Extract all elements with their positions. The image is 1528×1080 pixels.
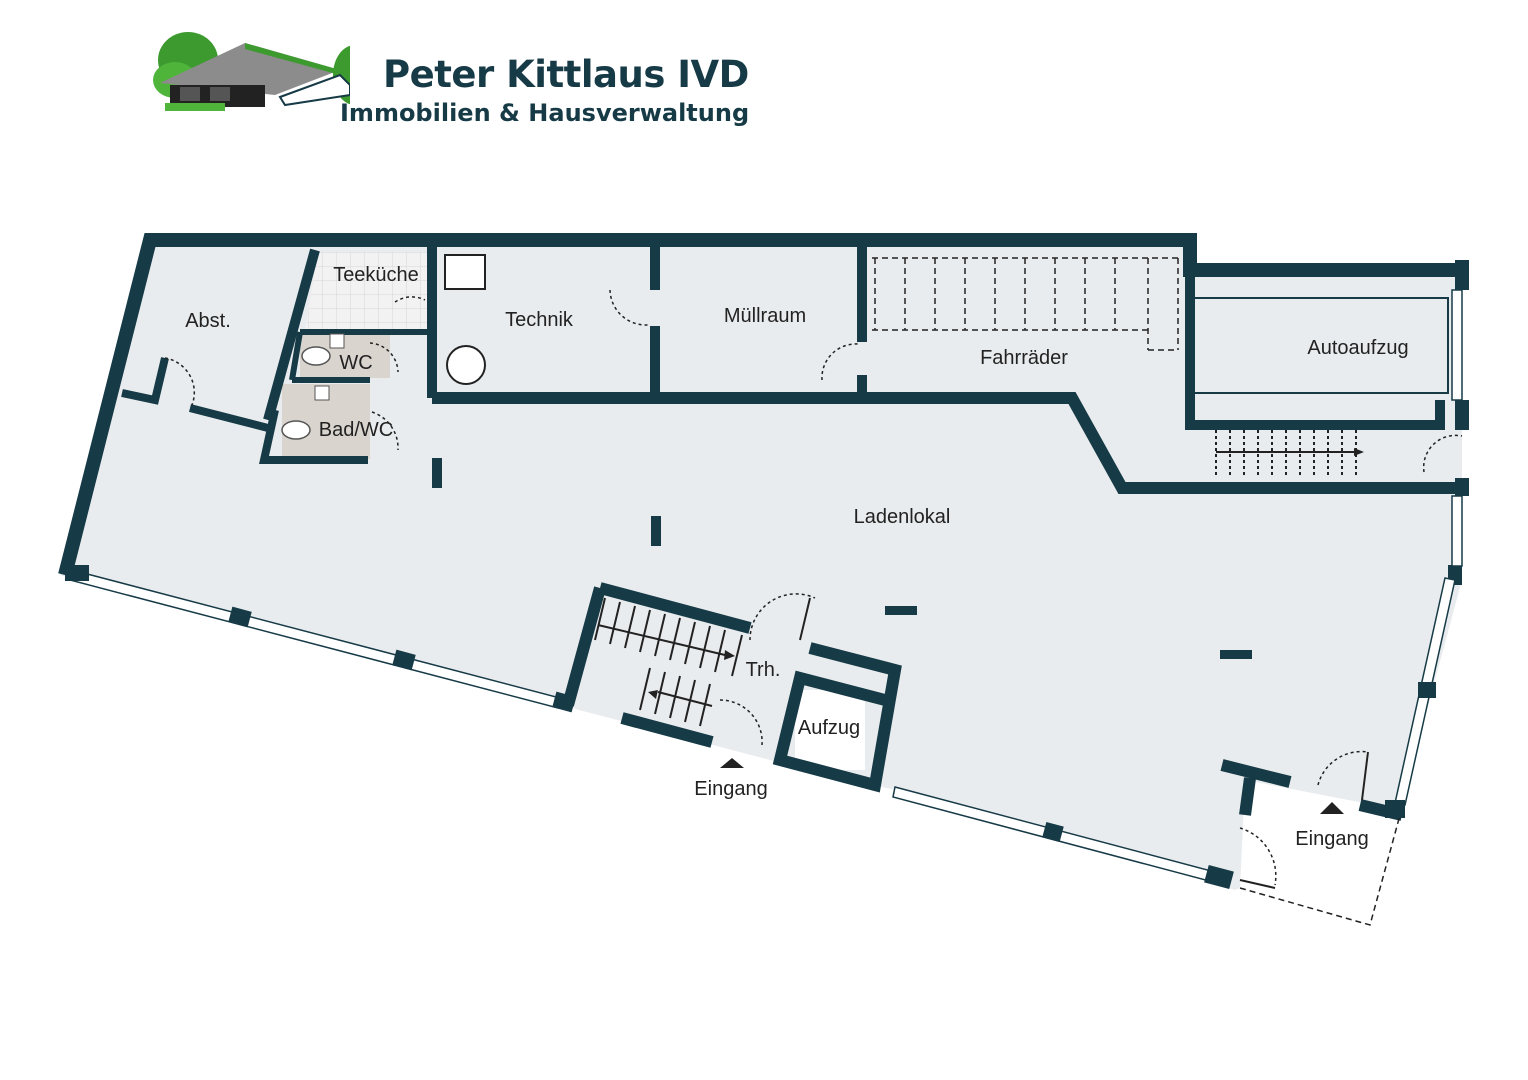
stairs-arrow-icon [648, 690, 658, 699]
column [651, 516, 661, 546]
toilet-icon [301, 346, 331, 366]
room-label-fahrraeder: Fahrräder [980, 347, 1068, 369]
stairs-main-lower [639, 667, 713, 727]
door-swing-vestibule [1239, 827, 1277, 886]
room-label-wc: WC [339, 352, 372, 374]
window-post [552, 691, 576, 713]
window-post [65, 565, 89, 581]
room-label-trh: Trh. [746, 659, 781, 681]
window-post [1204, 864, 1234, 890]
stairs-autoaufzug [1215, 430, 1360, 475]
house-logo-icon [153, 32, 350, 111]
door-swing-bad [371, 411, 399, 451]
entrance-arrow-icon [720, 758, 744, 768]
wall-vestibule-west [1220, 759, 1292, 788]
technik-boiler-icon [446, 345, 486, 385]
window-post [1042, 821, 1064, 843]
company-name: Peter Kittlaus IVD [383, 53, 749, 96]
bike-stands [872, 257, 1179, 351]
column [885, 606, 917, 615]
autoaufzug-car [1193, 297, 1449, 394]
wall-stair-south [620, 712, 714, 748]
wall-stair-west [562, 586, 606, 707]
room-label-ladenlokal: Ladenlokal [854, 506, 951, 528]
sink-icon [329, 333, 345, 349]
door-swing-entrance-2 [1317, 750, 1369, 786]
company-subtitle: Immobilien & Hausverwaltung [340, 99, 750, 127]
window-post [228, 606, 252, 628]
column [1220, 650, 1252, 659]
wall-abst-south-a [121, 357, 169, 405]
wall-vestibule-west-post [1239, 777, 1256, 816]
room-label-teekueche: Teeküche [333, 264, 419, 286]
floor-main [60, 240, 1462, 890]
stairs-arrow-icon [1354, 448, 1364, 456]
technik-box-icon [444, 254, 486, 290]
sink-icon [314, 385, 330, 401]
window-east-upper [1451, 289, 1463, 401]
floor-aufzug [795, 690, 865, 770]
door-swing-muellraum [821, 343, 859, 381]
window-east-mid [1451, 495, 1463, 567]
room-label-autoaufzug: Autoaufzug [1307, 337, 1408, 359]
door-swing-entrance-1 [719, 699, 763, 746]
wall-abst-east [263, 248, 320, 422]
window-post [392, 649, 416, 671]
door-leaf [799, 597, 811, 641]
floor-eingang-vestibule [1240, 780, 1400, 925]
door-swing-stairwell [749, 593, 816, 641]
room-label-eingang-2: Eingang [1295, 828, 1368, 850]
window-post [1418, 682, 1436, 698]
room-label-aufzug: Aufzug [798, 717, 860, 739]
canopy-outline [1239, 814, 1401, 926]
room-label-technik: Technik [505, 309, 574, 331]
wall-technik-south [432, 392, 1462, 494]
door-swing-autoaufzug [1422, 434, 1463, 473]
window-post [1385, 800, 1405, 818]
wall-stair-north [598, 582, 752, 634]
door-swing-abst [164, 357, 196, 406]
wall-autoaufzug-box [1185, 270, 1445, 430]
floor-teekueche [305, 252, 428, 330]
door-leaf [1239, 879, 1276, 889]
room-label-muellraum: Müllraum [724, 305, 806, 327]
wall-aufzug [772, 642, 902, 793]
door-leaf [1361, 751, 1369, 801]
column [432, 458, 442, 488]
stairs-main-upper [594, 597, 743, 677]
wall-wc-west [289, 331, 303, 381]
door-swing-teekueche [394, 296, 426, 303]
room-label-abst: Abst. [185, 310, 231, 332]
wall-outer-north [58, 233, 1462, 577]
room-label-eingang-1: Eingang [694, 778, 767, 800]
wall-bad-box [259, 409, 368, 464]
entrance-arrow-icon [1320, 802, 1344, 814]
toilet-icon [281, 420, 311, 440]
door-swing-technik [609, 289, 649, 326]
wall-abst-south-b [189, 404, 269, 432]
stairs-arrow-icon [724, 650, 735, 660]
company-logo: Peter Kittlaus IVD Immobilien & Hausverw… [150, 25, 760, 135]
room-label-bad-wc: Bad/WC [319, 419, 393, 441]
